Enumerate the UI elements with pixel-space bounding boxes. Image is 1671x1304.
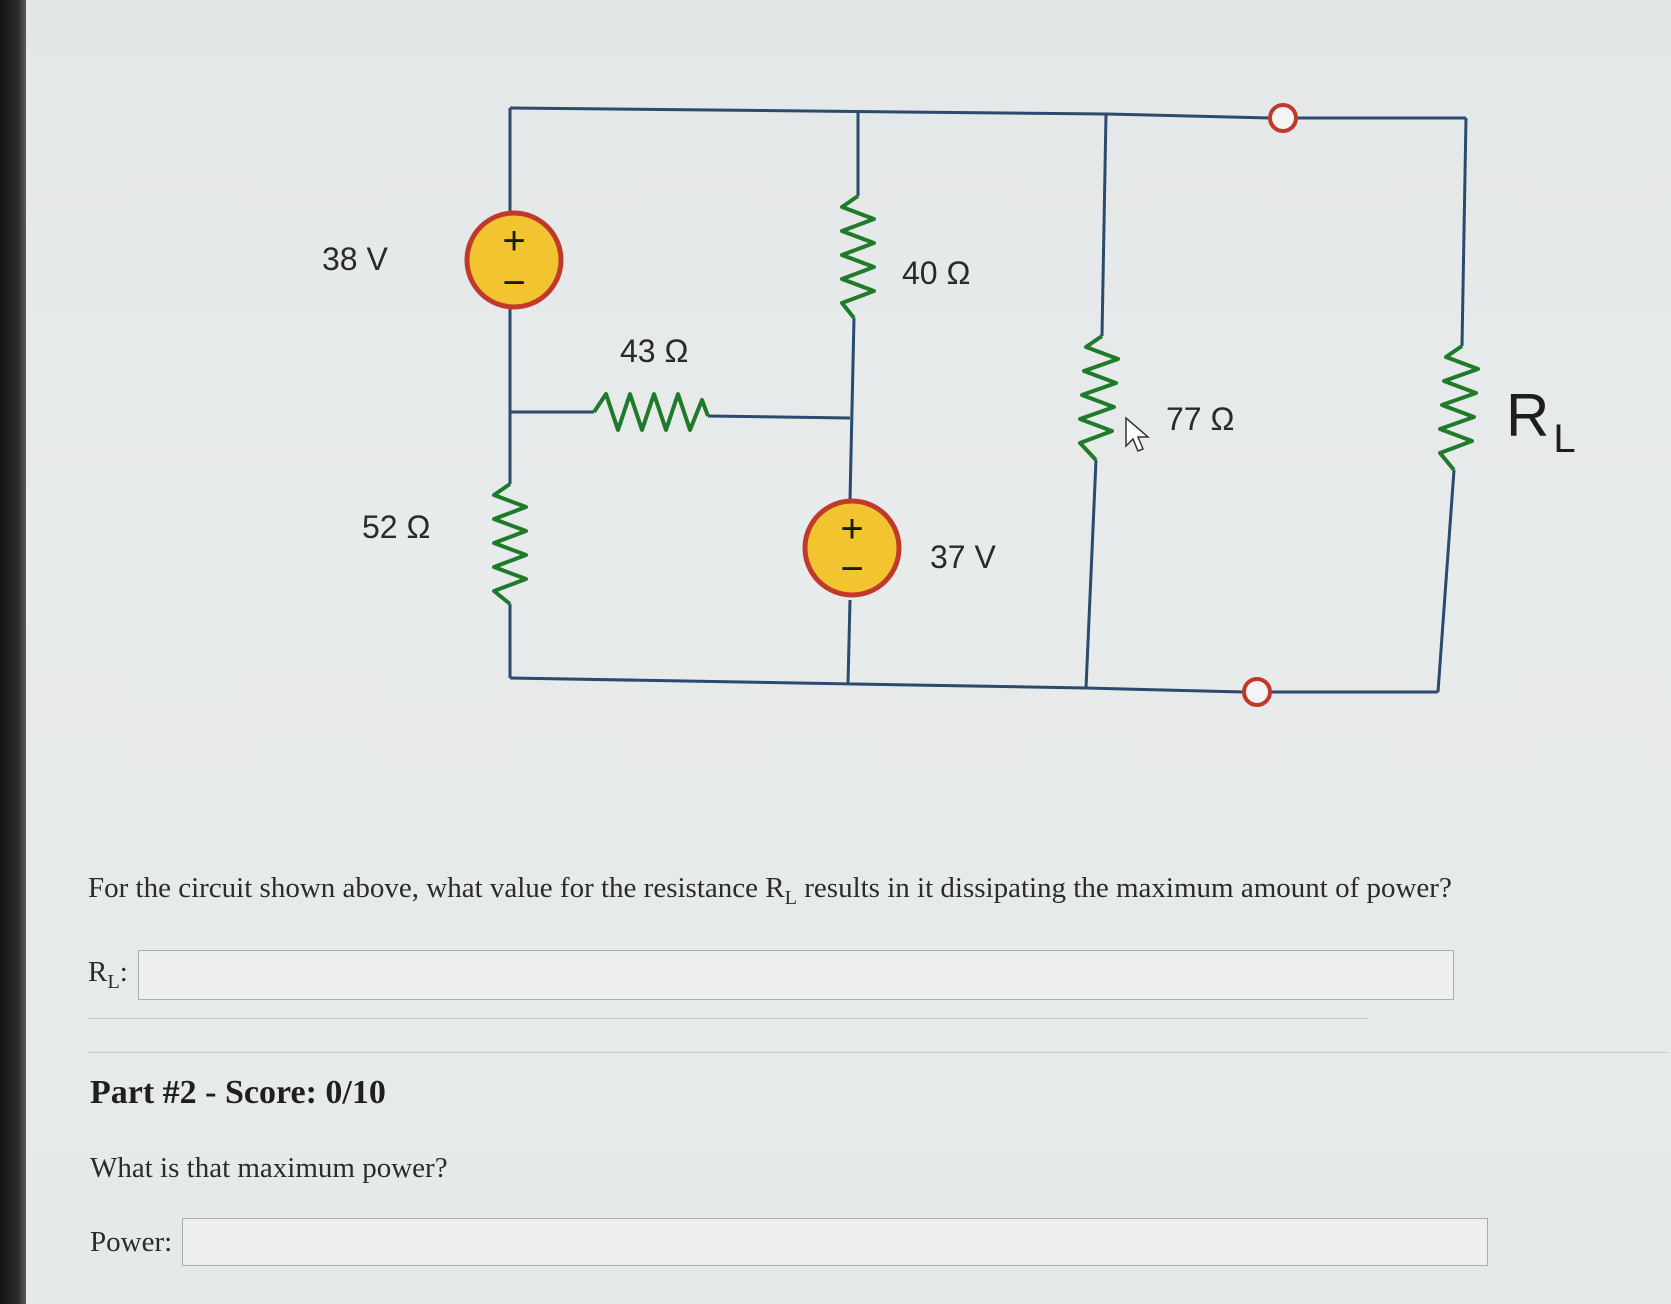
wire-mid-right (707, 414, 851, 420)
divider-1 (88, 1018, 1368, 1019)
terminal-top (1268, 103, 1298, 133)
resistor-rl-zigzag (1438, 344, 1480, 472)
wire-top (509, 106, 1107, 116)
resistor-40-zigzag (840, 194, 876, 320)
question-sub: L (784, 886, 797, 909)
wire-top-to-terminal (1105, 112, 1271, 120)
rl-answer-label-sub: L (107, 970, 120, 993)
wire-rl-top (1460, 117, 1468, 347)
resistor-77-zigzag (1078, 334, 1120, 462)
label-77-ohm: 77 Ω (1166, 401, 1234, 437)
resistor-43-zigzag (592, 392, 710, 432)
wire-bottom-to-terminal (1085, 686, 1245, 694)
voltage-source-38: + − (464, 210, 564, 310)
question-suffix: results in it dissipating the maximum am… (797, 872, 1452, 904)
wire-37-bottom (846, 599, 852, 685)
resistor-52-zigzag (492, 482, 528, 606)
label-43-ohm: 43 Ω (620, 333, 688, 369)
screen-bezel (0, 0, 26, 1304)
label-52-ohm: 52 Ω (362, 509, 430, 545)
source-38-plus: + (502, 219, 525, 263)
label-rl-main: R (1506, 382, 1549, 449)
source-38-circle (464, 210, 564, 310)
label-rl-sub: L (1553, 417, 1575, 461)
wire-77-top (1100, 113, 1108, 337)
wire-bottom (509, 676, 1087, 690)
wire-40-bottom (848, 317, 856, 501)
question-prefix: For the circuit shown above, what value … (88, 872, 785, 904)
wire-rl-bottom (1436, 469, 1456, 693)
wire-77-bottom (1084, 459, 1098, 689)
part2-question: What is that maximum power? (90, 1152, 448, 1184)
source-37-circle (802, 498, 902, 598)
part2-title: Part #2 - Score: 0/10 (90, 1074, 386, 1111)
rl-answer-input[interactable] (137, 950, 1454, 1000)
mouse-cursor-icon (1125, 416, 1151, 452)
label-40-ohm: 40 Ω (902, 255, 970, 291)
source-37-plus: + (840, 507, 863, 551)
rl-answer-label: RL: (88, 956, 128, 994)
rl-answer-row: RL: (88, 950, 1454, 1000)
terminal-bottom (1242, 677, 1272, 707)
rl-answer-label-colon: : (119, 956, 128, 989)
power-answer-row: Power: (90, 1218, 1489, 1266)
label-37v: 37 V (930, 539, 996, 575)
power-label: Power: (90, 1225, 173, 1258)
divider-2 (88, 1052, 1668, 1053)
source-38-minus: − (502, 261, 525, 305)
power-input[interactable] (182, 1218, 1489, 1266)
label-38v: 38 V (322, 241, 388, 277)
rl-answer-label-main: R (88, 956, 108, 989)
wires (508, 106, 1468, 694)
source-37-minus: − (840, 547, 863, 591)
part1-question: For the circuit shown above, what value … (88, 872, 1648, 910)
voltage-source-37: + − (802, 498, 902, 598)
